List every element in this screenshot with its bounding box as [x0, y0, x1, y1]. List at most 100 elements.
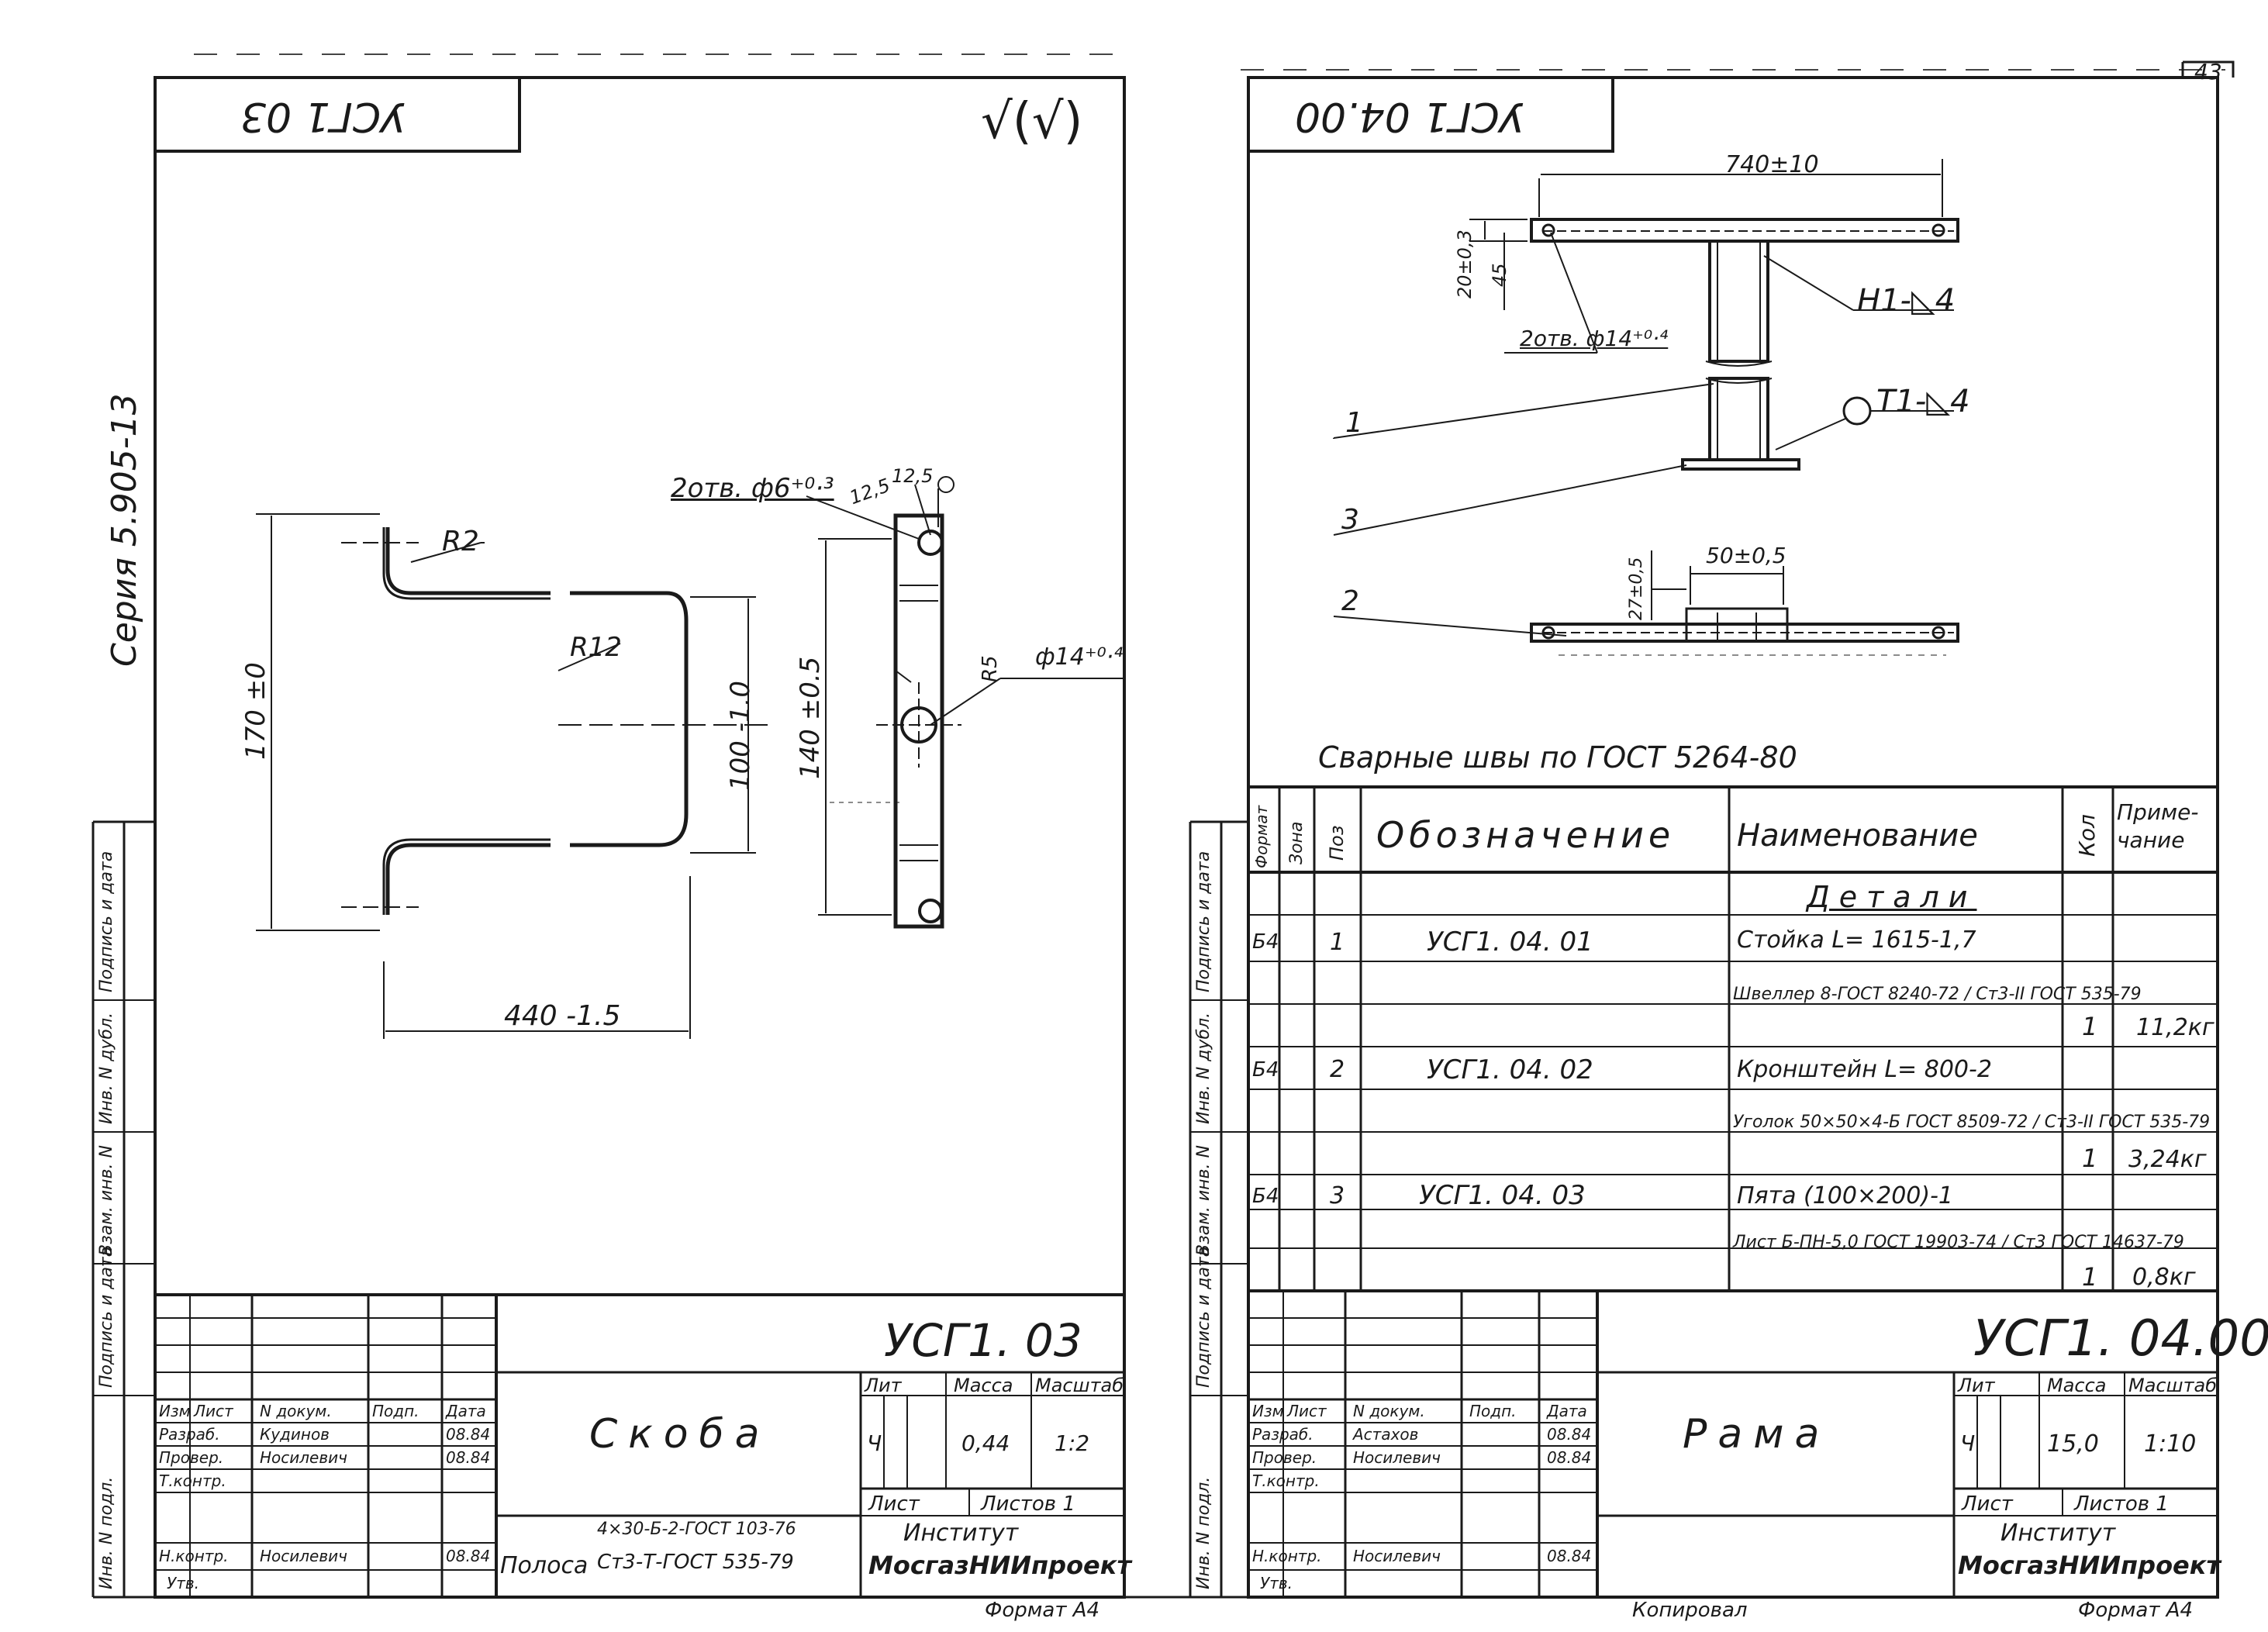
right-dim-width: 740±10 [1725, 151, 1819, 178]
right-tb-row: Н.контр. [1252, 1547, 1322, 1565]
left-title-name: Скоба [589, 1411, 771, 1458]
right-tb-row: N докум. [1353, 1402, 1425, 1420]
left-tb-row: Носилевич [260, 1547, 347, 1565]
right-tb-row: 08.84 [1547, 1425, 1592, 1444]
left-dim-r5: R5 [979, 655, 1002, 682]
right-sheet-frame [1124, 60, 2235, 1599]
left-tb-row: Разраб. [159, 1425, 220, 1444]
right-dim-holes: 2отв. ф14⁺⁰·⁴ [1520, 326, 1669, 351]
spec-section: Детали [1807, 880, 1977, 914]
spec-row-note: 3,24кг [2128, 1146, 2207, 1173]
pos-3: 3 [1341, 504, 1359, 536]
left-lit: Ч [867, 1430, 882, 1456]
right-dim-h27: 27±0,5 [1627, 557, 1646, 620]
left-tb-row: Лист [194, 1402, 233, 1420]
spec-row-name: Уголок 50×50×4-Б ГОСТ 8509-72 / Ст3-II Г… [1733, 1113, 2211, 1132]
left-dim-height-outer: 170 ±0 [240, 662, 271, 760]
bar-front-view [806, 476, 1124, 929]
left-dim-height-bar: 140 ±0.5 [795, 656, 826, 779]
series-label: Серия 5.905-13 [105, 393, 144, 667]
spec-row-format: Б4 [1252, 1058, 1279, 1082]
spec-row-pos: 2 [1330, 1056, 1345, 1083]
right-dim-w50: 50±0,5 [1706, 543, 1786, 568]
left-tb-row: Утв. [167, 1574, 199, 1592]
spec-header-zone: Зона [1287, 821, 1307, 864]
left-dim-r2: R2 [442, 526, 479, 557]
left-mass-header: Масса [954, 1375, 1013, 1396]
right-sheets-label: Листов 1 [2074, 1492, 2169, 1516]
left-tb-row: 08.84 [446, 1448, 491, 1467]
side-label: Подпись и дата [1194, 1246, 1213, 1388]
spec-row-note: 0,8кг [2132, 1264, 2196, 1291]
spec-row-name: Пята (100×200)-1 [1737, 1182, 1953, 1209]
side-label: Инв. N подл. [97, 1476, 116, 1589]
spec-row-format: Б4 [1252, 930, 1279, 954]
left-material-top: 4×30-Б-2-ГОСТ 103-76 [597, 1520, 796, 1539]
right-tb-row: Носилевич [1353, 1448, 1441, 1467]
left-stamp-code: УСГ1 03 [240, 93, 406, 140]
left-lit-header: Лит [865, 1375, 902, 1396]
spec-header-name: Наименование [1737, 818, 1978, 854]
left-sheets-label: Листов 1 [981, 1492, 1075, 1516]
weld-t1: Т1-◺4 [1876, 384, 1970, 419]
left-scale-header: Масштаб [1035, 1375, 1124, 1396]
right-format: Формат А4 [2078, 1599, 2194, 1622]
left-tb-row: Дата [446, 1402, 486, 1420]
spec-table-grid [1248, 785, 2218, 1292]
left-tb-row: Т.контр. [159, 1472, 226, 1490]
right-stamp-code: УСГ1 04.00 [1295, 93, 1524, 140]
spec-header-format: Формат [1252, 805, 1271, 868]
left-tb-row: Подп. [372, 1402, 419, 1420]
spec-row-format: Б4 [1252, 1185, 1279, 1208]
left-tb-row: 08.84 [446, 1547, 491, 1565]
spec-header-note: Приме- чание [2117, 799, 2199, 853]
roughness-mark: √(√) [981, 93, 1083, 150]
spec-row-name: Швеллер 8-ГОСТ 8240-72 / Ст3-II ГОСТ 535… [1733, 985, 2142, 1004]
spec-header-qty: Кол [2074, 814, 2100, 857]
right-title-name: Рама [1683, 1411, 1831, 1458]
right-scale: 1:10 [2144, 1430, 2197, 1458]
right-tb-row: Дата [1547, 1402, 1587, 1420]
right-tb-row: Лист [1287, 1402, 1327, 1420]
side-label: Подпись и дата [97, 851, 116, 992]
weld-h1: Н1-◺4 [1857, 283, 1956, 319]
left-mass: 0,44 [961, 1430, 1010, 1456]
left-sheet-label: Лист [868, 1492, 920, 1516]
side-label: Подпись и дата [1194, 851, 1213, 992]
spec-header-pos: Поз [1326, 825, 1348, 861]
bracket-dimension-lines [256, 513, 775, 1039]
left-format: Формат А4 [985, 1599, 1100, 1622]
weld-note: Сварные швы по ГОСТ 5264-80 [1318, 740, 1797, 775]
right-lit: Ч [1960, 1430, 1976, 1456]
right-tb-row: Т.контр. [1252, 1472, 1320, 1490]
spec-row-designation: УСГ1. 04. 01 [1427, 926, 1593, 957]
right-scale-header: Масштаб [2128, 1375, 2218, 1396]
right-tb-row: Разраб. [1252, 1425, 1314, 1444]
frame-drawing [1333, 159, 1959, 656]
left-tb-row: Изм [159, 1402, 191, 1420]
right-tb-row: Утв. [1260, 1574, 1293, 1592]
left-title-block-grid [155, 1293, 1124, 1597]
right-lit-header: Лит [1958, 1375, 1995, 1396]
right-dim-h20: 20±0,3 [1454, 229, 1476, 298]
side-label: Взам. инв. N [1194, 1145, 1213, 1256]
right-tb-row: Провер. [1252, 1448, 1317, 1467]
right-org: МосгазНИИпроект [1958, 1551, 2221, 1580]
right-title-code: УСГ1. 04.00 [1973, 1310, 2268, 1368]
right-sheet-label: Лист [1962, 1492, 2013, 1516]
left-institute: Институт [903, 1520, 1019, 1547]
left-tb-row: 08.84 [446, 1425, 491, 1444]
spec-header-designation: Обозначение [1376, 814, 1676, 856]
spec-row-qty: 1 [2082, 1144, 2098, 1173]
left-sheet-frame [91, 76, 1126, 1599]
right-copied: Копировал [1632, 1599, 1748, 1622]
left-material-bottom: Ст3-Т-ГОСТ 535-79 [597, 1551, 794, 1574]
spec-row-pos: 1 [1330, 929, 1345, 956]
spec-row-designation: УСГ1. 04. 02 [1427, 1054, 1593, 1085]
left-scale: 1:2 [1055, 1430, 1090, 1456]
right-mass: 15,0 [2047, 1430, 2099, 1458]
left-tb-row: Кудинов [260, 1425, 330, 1444]
right-tb-row: Изм [1252, 1402, 1284, 1420]
right-tb-row: Подп. [1469, 1402, 1517, 1420]
